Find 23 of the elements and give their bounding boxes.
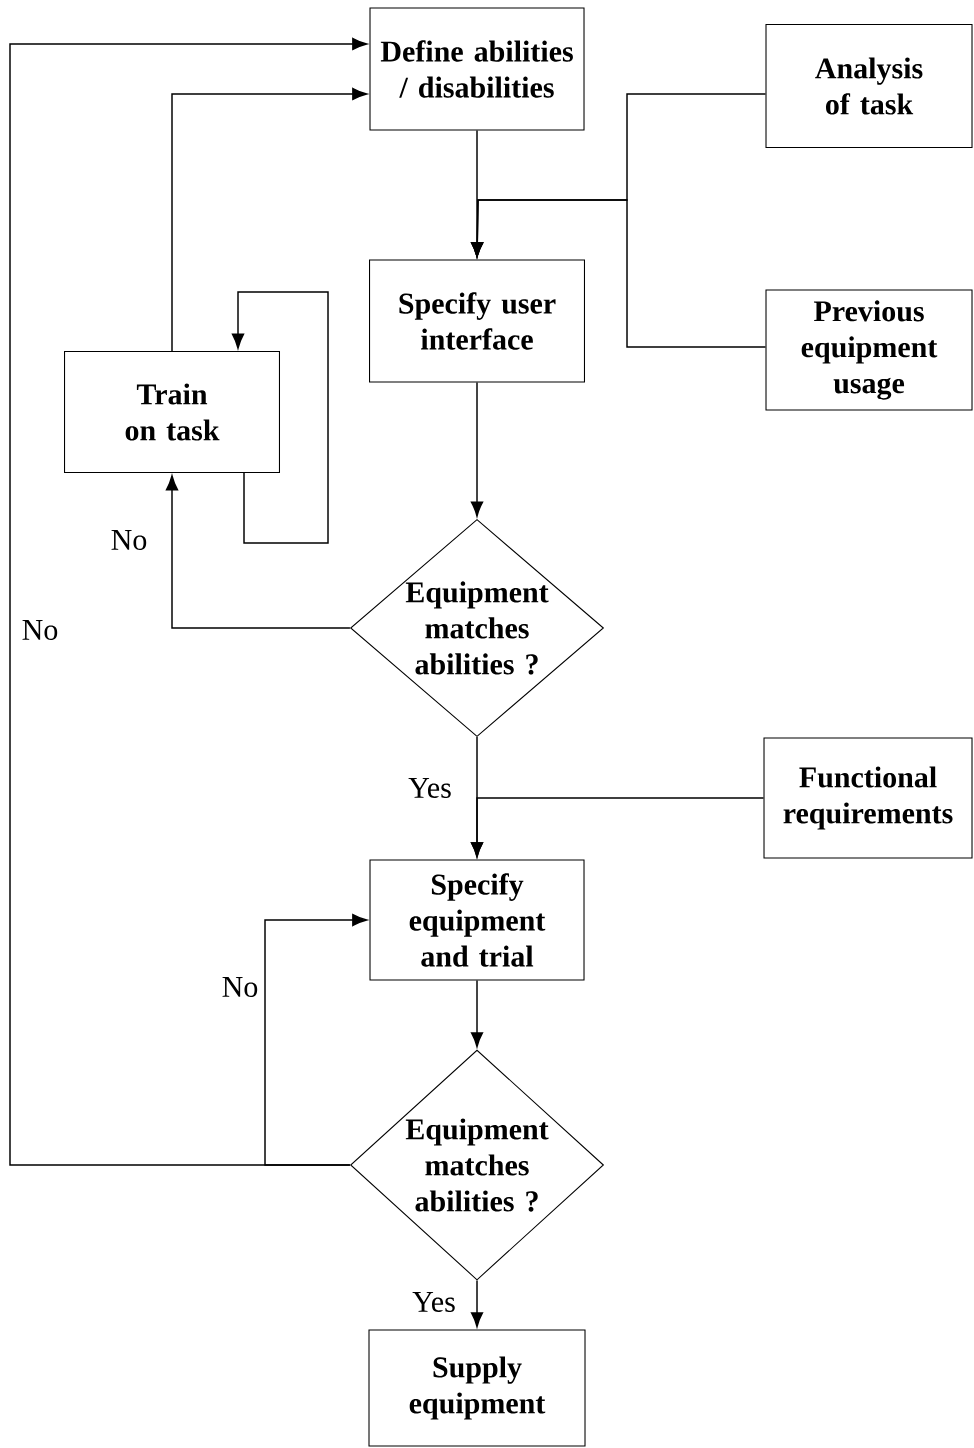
process-box: Specify user interface [369, 259, 585, 383]
edge-label: No [22, 620, 58, 640]
arrow [165, 475, 351, 629]
arrow [470, 797, 765, 858]
arrow [470, 979, 484, 1048]
process-box: Functional requirements [763, 737, 973, 859]
process-box: Train on task [64, 350, 280, 474]
arrow [171, 87, 368, 352]
arrow [470, 1279, 484, 1328]
edge-label: Yes [412, 1292, 455, 1312]
process-box: Define abilities / disabilities [369, 7, 585, 131]
process-box: Supply equipment [368, 1329, 586, 1447]
process-box: Specify equipment and trial [369, 859, 585, 981]
arrow [231, 291, 329, 544]
edge-label: No [222, 977, 258, 997]
edge-label: No [111, 530, 147, 550]
process-box: Previous equipment usage [765, 289, 973, 411]
arrow [9, 37, 368, 1166]
process-box: Analysis of task [765, 24, 973, 148]
edge-label: Yes [408, 778, 451, 798]
arrow [470, 381, 484, 517]
arrow [471, 199, 767, 348]
arrow [264, 913, 368, 1166]
